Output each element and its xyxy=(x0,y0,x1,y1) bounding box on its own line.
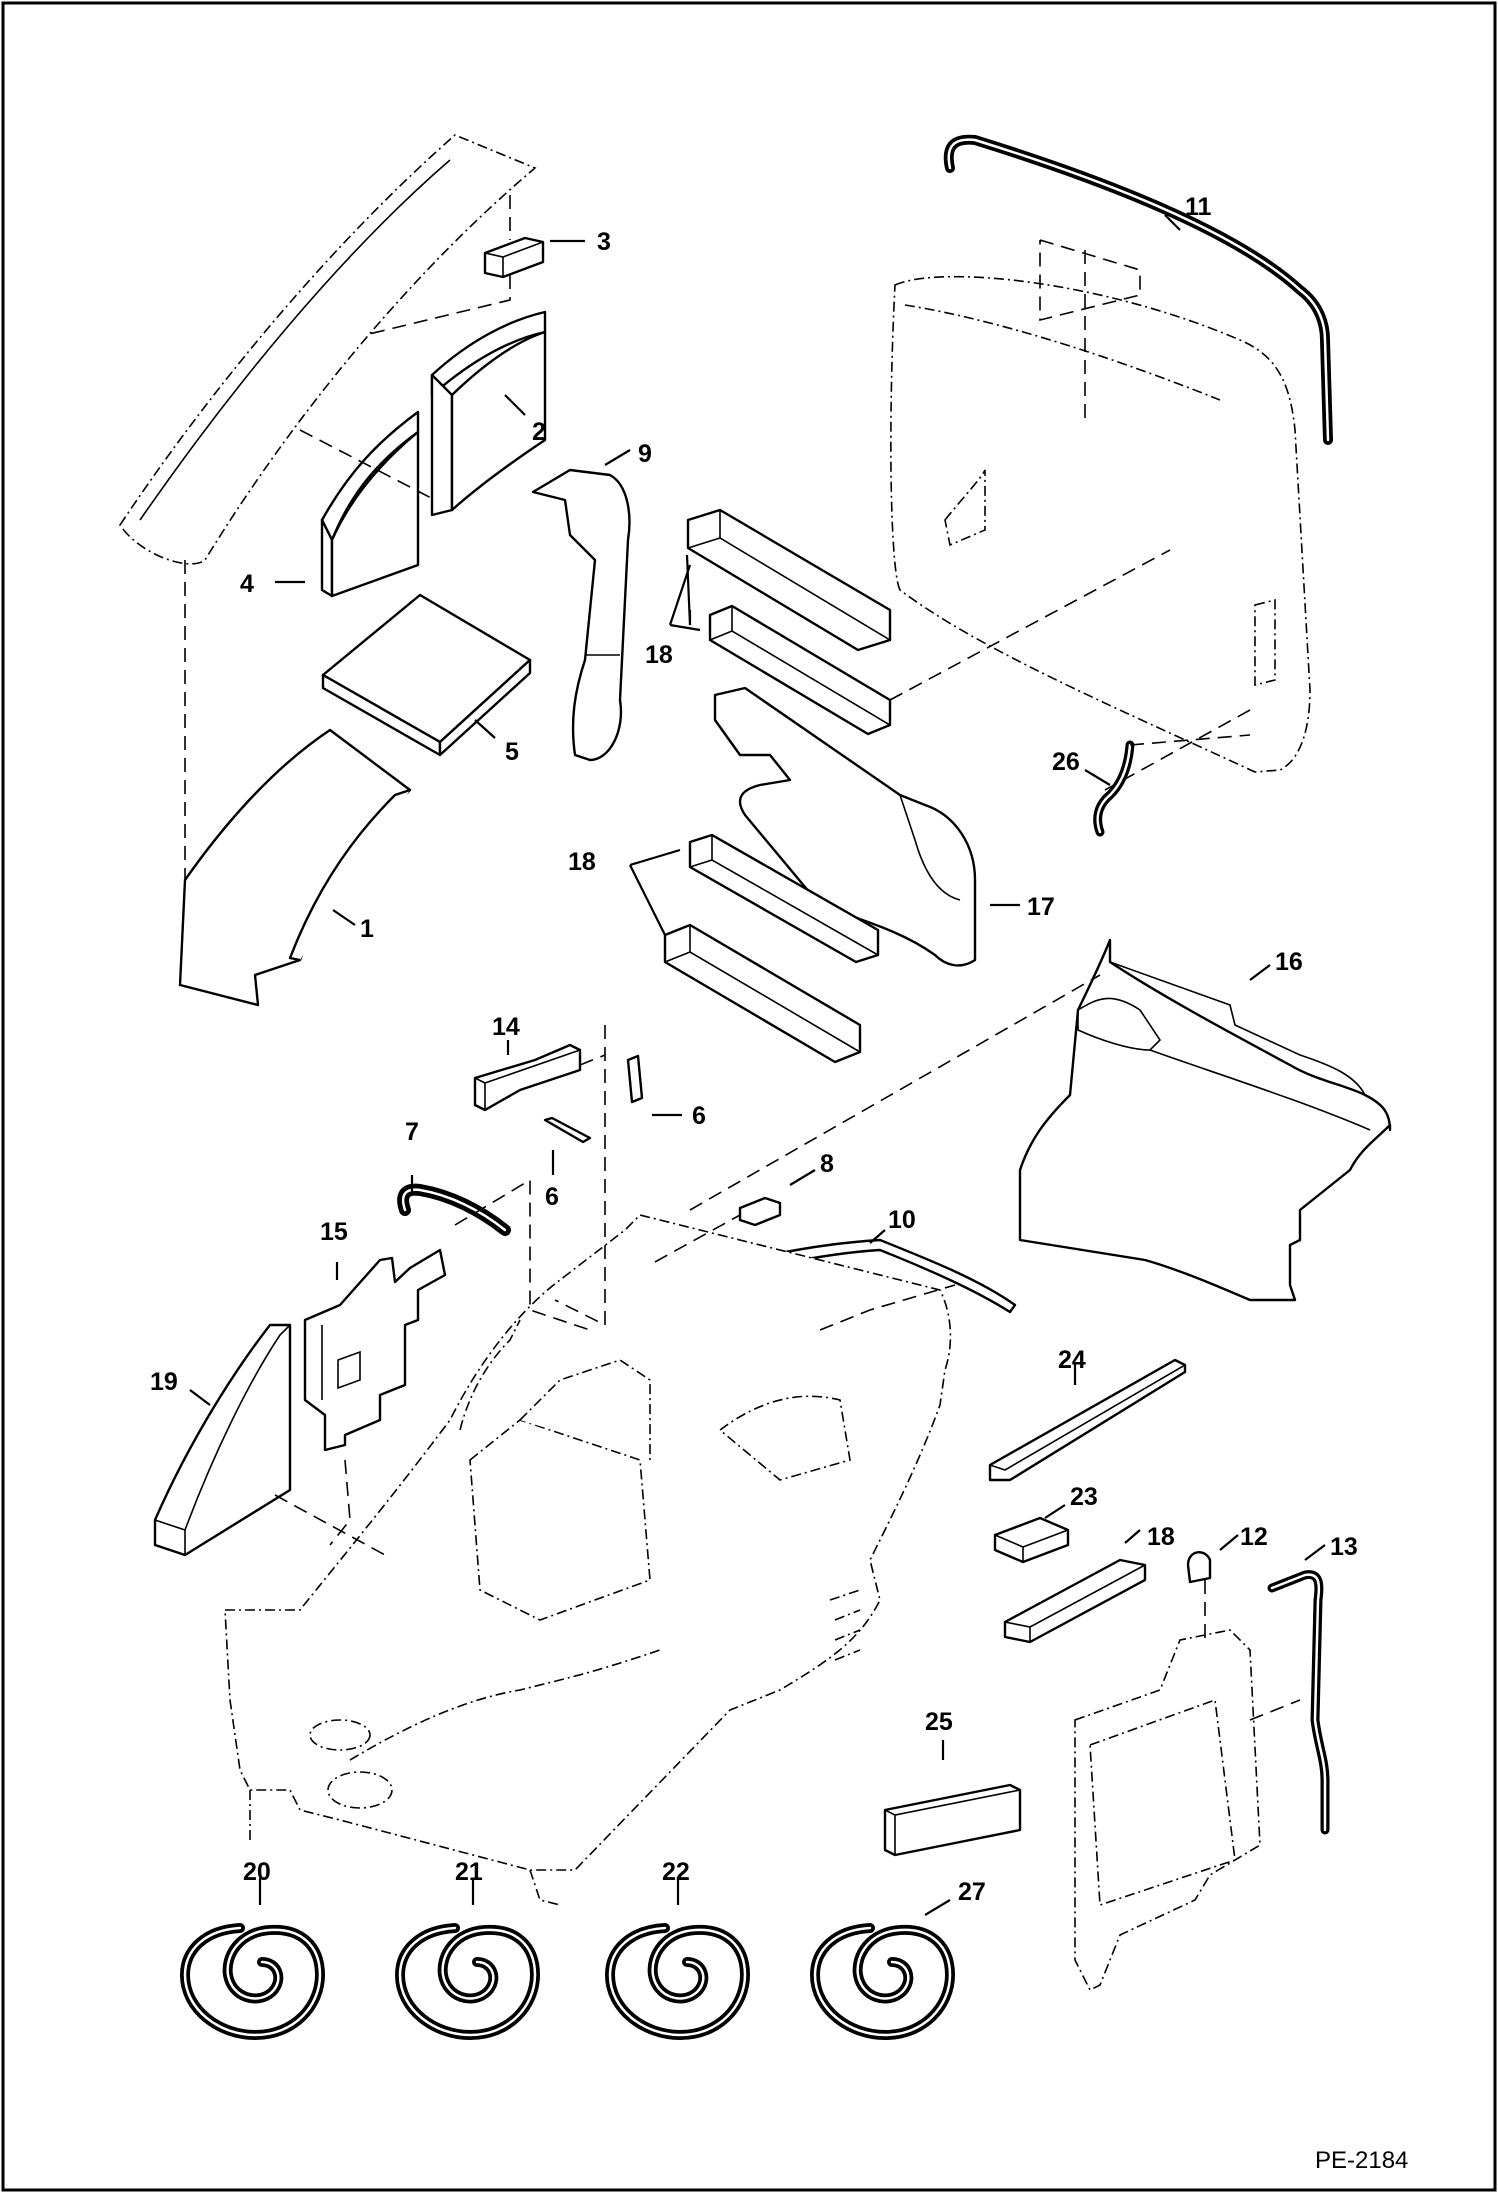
part-22-coil xyxy=(605,1923,750,2040)
part-23-pad xyxy=(993,1516,1070,1564)
part-18-strips-upper xyxy=(686,508,892,736)
callout-18a: 18 xyxy=(645,641,673,669)
callout-5: 5 xyxy=(505,738,519,766)
part-8-pad xyxy=(738,1196,782,1227)
part-11-seal xyxy=(943,134,1333,445)
part-20-coil xyxy=(180,1923,325,2040)
callout-9: 9 xyxy=(638,440,652,468)
part-10-strip xyxy=(768,1238,1017,1314)
callout-11: 11 xyxy=(1185,193,1212,221)
callout-3: 3 xyxy=(597,228,611,256)
callout-18c: 18 xyxy=(1147,1523,1175,1551)
part-6-strip-b xyxy=(543,1116,592,1144)
callout-4: 4 xyxy=(240,570,254,598)
part-15-panel xyxy=(303,1248,447,1452)
part-16-panel xyxy=(1018,938,1392,1302)
chassis-ghost xyxy=(224,1214,952,1906)
callout-18b: 18 xyxy=(568,848,596,876)
leader-lines xyxy=(189,214,1326,1916)
part-26-seal xyxy=(1093,740,1135,837)
callout-6b: 6 xyxy=(545,1183,559,1211)
part-1-headliner xyxy=(178,728,412,1007)
callout-24: 24 xyxy=(1058,1346,1086,1374)
callout-17: 17 xyxy=(1027,893,1055,921)
part-18-strips-lower xyxy=(663,833,880,1064)
callout-6a: 6 xyxy=(692,1102,706,1130)
callout-19: 19 xyxy=(150,1368,178,1396)
part-18-strip-right xyxy=(1003,1558,1147,1644)
part-6-strip-a xyxy=(626,1054,644,1104)
callout-16: 16 xyxy=(1275,948,1303,976)
part-17-panel xyxy=(713,686,977,967)
callout-10: 10 xyxy=(888,1206,916,1234)
part-3-pad xyxy=(483,236,545,279)
part-5-pad xyxy=(321,593,532,757)
part-19-foam xyxy=(153,1323,292,1557)
assembly-lines xyxy=(184,195,1301,1721)
rear-frame-ghost xyxy=(1074,1629,1261,1992)
callout-2: 2 xyxy=(532,418,546,446)
part-27-coil xyxy=(810,1923,955,2040)
part-7-seal xyxy=(397,1183,511,1236)
part-24-strip xyxy=(988,1358,1187,1482)
callout-21: 21 xyxy=(455,1858,483,1886)
part-2-foam xyxy=(430,310,547,517)
callout-27: 27 xyxy=(958,1878,986,1906)
callout-12: 12 xyxy=(1240,1523,1268,1551)
callouts: 1 2 3 4 5 6 6 7 8 9 10 11 12 13 14 15 16… xyxy=(150,193,1358,1906)
callout-7: 7 xyxy=(405,1118,419,1146)
part-9-trim xyxy=(531,468,631,762)
callout-8: 8 xyxy=(820,1150,834,1178)
callout-25: 25 xyxy=(925,1708,953,1736)
callout-15: 15 xyxy=(320,1218,348,1246)
callout-1: 1 xyxy=(360,915,374,943)
cab-door-ghost xyxy=(890,275,1311,773)
callout-14: 14 xyxy=(492,1013,520,1041)
part-25-pad xyxy=(883,1783,1022,1857)
canopy-ghost xyxy=(119,134,537,565)
document-id: PE-2184 xyxy=(1315,2147,1408,2174)
part-21-coil xyxy=(395,1923,540,2040)
callout-23: 23 xyxy=(1070,1483,1098,1511)
part-14-block xyxy=(473,1043,582,1112)
part-4-foam xyxy=(320,410,420,598)
part-12-plug xyxy=(1186,1551,1212,1584)
callout-20: 20 xyxy=(243,1858,271,1886)
part-13-seal xyxy=(1267,1570,1330,1835)
callout-22: 22 xyxy=(662,1858,690,1886)
callout-13: 13 xyxy=(1330,1533,1358,1561)
callout-26: 26 xyxy=(1052,748,1080,776)
